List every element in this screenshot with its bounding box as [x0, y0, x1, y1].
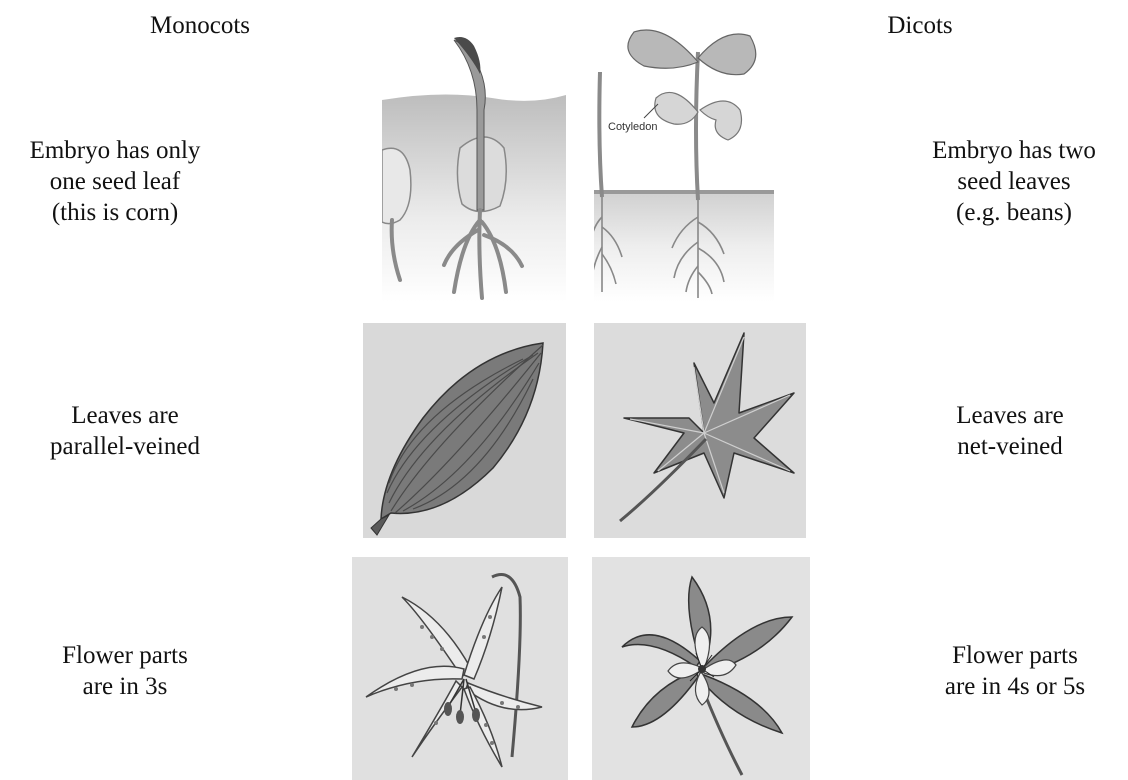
bean-seedling-svg: Cotyledon [594, 22, 774, 302]
text-line: (this is corn) [0, 197, 230, 228]
columbine-flower-illustration [592, 557, 810, 780]
text-line: Embryo has only [0, 135, 230, 166]
monocots-header: Monocots [120, 10, 280, 41]
parallel-veined-leaf-illustration [363, 323, 566, 538]
text-line: are in 4s or 5s [910, 671, 1120, 702]
text-line: Leaves are [20, 400, 230, 431]
text-line: Flower parts [910, 640, 1120, 671]
lily-flower-illustration [352, 557, 568, 780]
corn-seedling-svg [382, 30, 566, 302]
text-line: Embryo has two [900, 135, 1128, 166]
text-line: (e.g. beans) [900, 197, 1128, 228]
monocot-flower-text: Flower parts are in 3s [25, 640, 225, 702]
dicot-embryo-text: Embryo has two seed leaves (e.g. beans) [900, 135, 1128, 228]
text-line: Flower parts [25, 640, 225, 671]
monocot-leaf-text: Leaves are parallel-veined [20, 400, 230, 462]
columbine-svg [592, 557, 810, 780]
bean-seedling-illustration: Cotyledon [594, 22, 774, 302]
net-veined-leaf-illustration [594, 323, 806, 538]
text-line: net-veined [920, 431, 1100, 462]
text-line: parallel-veined [20, 431, 230, 462]
text-line: seed leaves [900, 166, 1128, 197]
text-line: are in 3s [25, 671, 225, 702]
text-line: one seed leaf [0, 166, 230, 197]
text-line: Leaves are [920, 400, 1100, 431]
parallel-leaf-svg [363, 323, 566, 538]
cotyledon-label: Cotyledon [608, 121, 658, 133]
dicots-header: Dicots [850, 10, 990, 41]
monocot-embryo-text: Embryo has only one seed leaf (this is c… [0, 135, 230, 228]
dicot-leaf-text: Leaves are net-veined [920, 400, 1100, 462]
lily-svg [352, 557, 568, 780]
net-leaf-svg [594, 323, 806, 538]
corn-seedling-illustration [382, 30, 566, 302]
dicot-flower-text: Flower parts are in 4s or 5s [910, 640, 1120, 702]
